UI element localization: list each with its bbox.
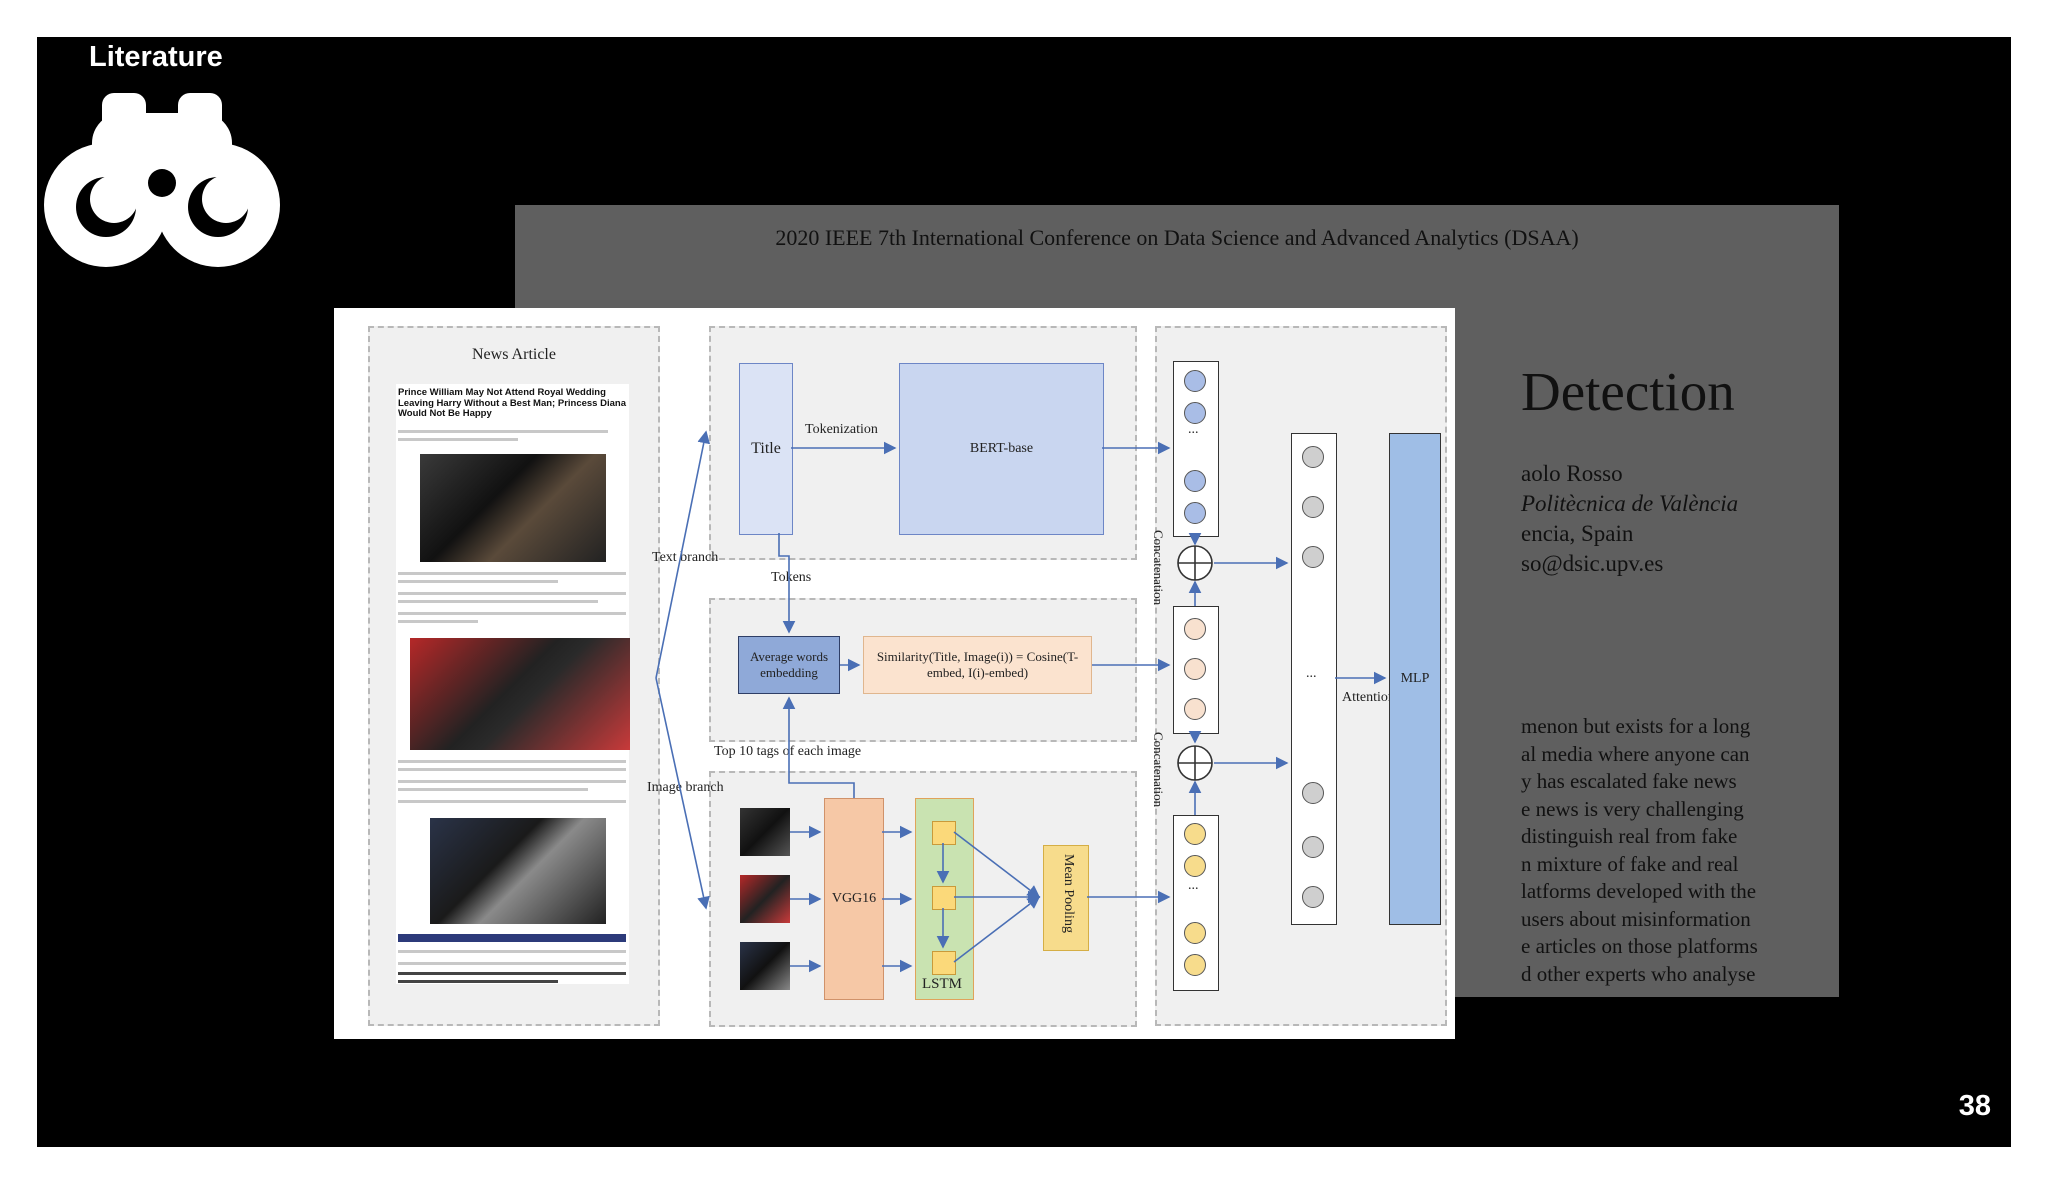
mean-pooling-box — [1043, 845, 1089, 951]
feature-node — [1302, 446, 1324, 468]
article-photo-1 — [420, 454, 606, 562]
attention-label: Attention — [1342, 690, 1395, 705]
article-text — [398, 572, 626, 575]
article-text — [398, 612, 626, 615]
article-text — [398, 430, 608, 433]
connector-arrows — [655, 430, 1387, 973]
lstm-cell — [932, 886, 956, 910]
feature-node — [1184, 618, 1206, 640]
similarity-box: Similarity(Title, Image(i)) = Cosine(T-e… — [863, 636, 1092, 694]
feature-node — [1302, 836, 1324, 858]
bert-box: BERT-base — [899, 363, 1104, 535]
feature-node — [1184, 954, 1206, 976]
article-text — [398, 580, 558, 583]
input-image-2 — [740, 875, 790, 923]
body-line: d other experts who analyse — [1521, 961, 1756, 986]
author-line: so@dsic.upv.es — [1521, 551, 1664, 576]
body-line: users about misinformation — [1521, 906, 1751, 931]
lstm-cell — [932, 951, 956, 975]
article-text — [398, 972, 626, 975]
slide-number: 38 — [1958, 1090, 1991, 1122]
feature-node — [1184, 922, 1206, 944]
feature-node — [1302, 782, 1324, 804]
feature-node — [1302, 496, 1324, 518]
body-line: distinguish real from fake — [1521, 824, 1738, 848]
article-text — [398, 950, 626, 953]
article-text — [398, 620, 478, 623]
feature-node — [1184, 855, 1206, 877]
feature-node — [1184, 502, 1206, 524]
article-banner — [398, 934, 626, 942]
body-line: e articles on those platforms — [1521, 934, 1758, 958]
article-photo-2 — [410, 638, 630, 750]
article-text — [398, 980, 558, 983]
body-line: y has escalated fake news — [1521, 769, 1737, 793]
tokenization-label: Tokenization — [805, 422, 878, 437]
body-line: e news is very challenging — [1521, 796, 1744, 821]
author-line: encia, Spain — [1521, 521, 1634, 546]
article-text — [398, 592, 626, 595]
feature-node — [1184, 698, 1206, 720]
architecture-figure: News Article Prince William May Not Atte… — [334, 308, 1455, 1039]
title-box: Title — [739, 363, 793, 535]
paper-body-text: menon but exists for a long al media whe… — [1521, 713, 1791, 988]
plus-node — [1177, 545, 1213, 781]
lstm-label: LSTM — [922, 976, 963, 992]
feature-node — [1302, 546, 1324, 568]
author-line: aolo Rosso — [1521, 461, 1623, 486]
author-line: Politècnica de València — [1521, 491, 1739, 516]
author-block: aolo Rosso Politècnica de València encia… — [1521, 459, 1738, 579]
ellipsis: ... — [1188, 422, 1199, 437]
article-text — [398, 800, 626, 803]
article-text — [398, 600, 598, 603]
article-text — [398, 760, 626, 763]
top10-tags-label: Top 10 tags of each image — [714, 744, 862, 759]
text-branch-label: Text branch — [652, 550, 719, 565]
article-photo-3 — [430, 818, 606, 924]
article-text — [398, 780, 626, 783]
tokens-label: Tokens — [771, 570, 812, 585]
body-line: latforms developed with the — [1521, 879, 1757, 903]
section-title: Literature — [89, 41, 223, 73]
conference-header: 2020 IEEE 7th International Conference o… — [775, 225, 1579, 250]
article-headline: Prince William May Not Attend Royal Wedd… — [398, 387, 626, 419]
article-text — [398, 768, 626, 771]
feature-node — [1184, 470, 1206, 492]
body-line: al media where anyone can — [1521, 741, 1750, 766]
ellipsis: ... — [1306, 666, 1317, 681]
input-image-3 — [740, 942, 790, 990]
ellipsis: ... — [1188, 878, 1199, 893]
feature-node — [1184, 402, 1206, 424]
feature-node — [1184, 658, 1206, 680]
vgg16-box: VGG16 — [824, 798, 884, 1000]
article-text — [398, 962, 626, 965]
article-text — [398, 438, 518, 441]
binoculars-icon — [44, 93, 280, 267]
lstm-cell — [932, 821, 956, 845]
news-article-label: News Article — [472, 346, 556, 363]
image-branch-label: Image branch — [647, 780, 724, 795]
body-line: n mixture of fake and real — [1521, 851, 1739, 876]
feature-node — [1184, 370, 1206, 392]
paper-title-fragment: Detection — [1521, 361, 1735, 422]
article-text — [398, 788, 588, 791]
average-words-box: Average words embedding — [738, 636, 840, 694]
feature-node — [1302, 886, 1324, 908]
feature-node — [1184, 823, 1206, 845]
input-image-1 — [740, 808, 790, 856]
mlp-box: MLP — [1389, 433, 1441, 925]
body-line: menon but exists for a long — [1521, 714, 1751, 738]
